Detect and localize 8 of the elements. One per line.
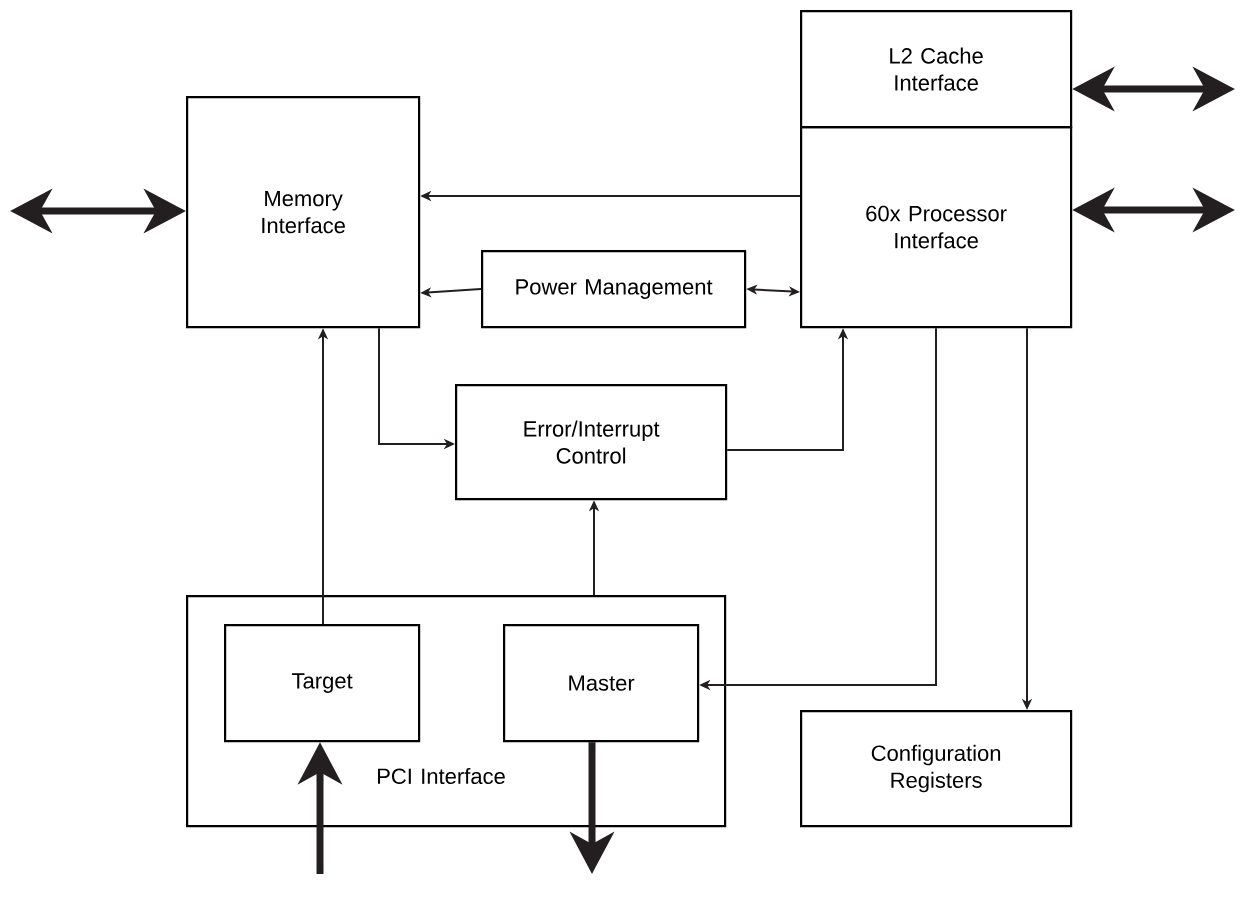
- block-box: 60x Processor Interface: [800, 126, 1073, 329]
- block-box: Configuration Registers: [800, 710, 1073, 828]
- block-box: Target: [224, 624, 421, 743]
- block-box: Power Management: [481, 250, 747, 329]
- block-box: Master: [503, 624, 700, 743]
- block-box: Error/Interrupt Control: [455, 384, 728, 501]
- block-box: Memory Interface: [186, 96, 421, 329]
- block-box: L2 Cache Interface: [800, 10, 1073, 129]
